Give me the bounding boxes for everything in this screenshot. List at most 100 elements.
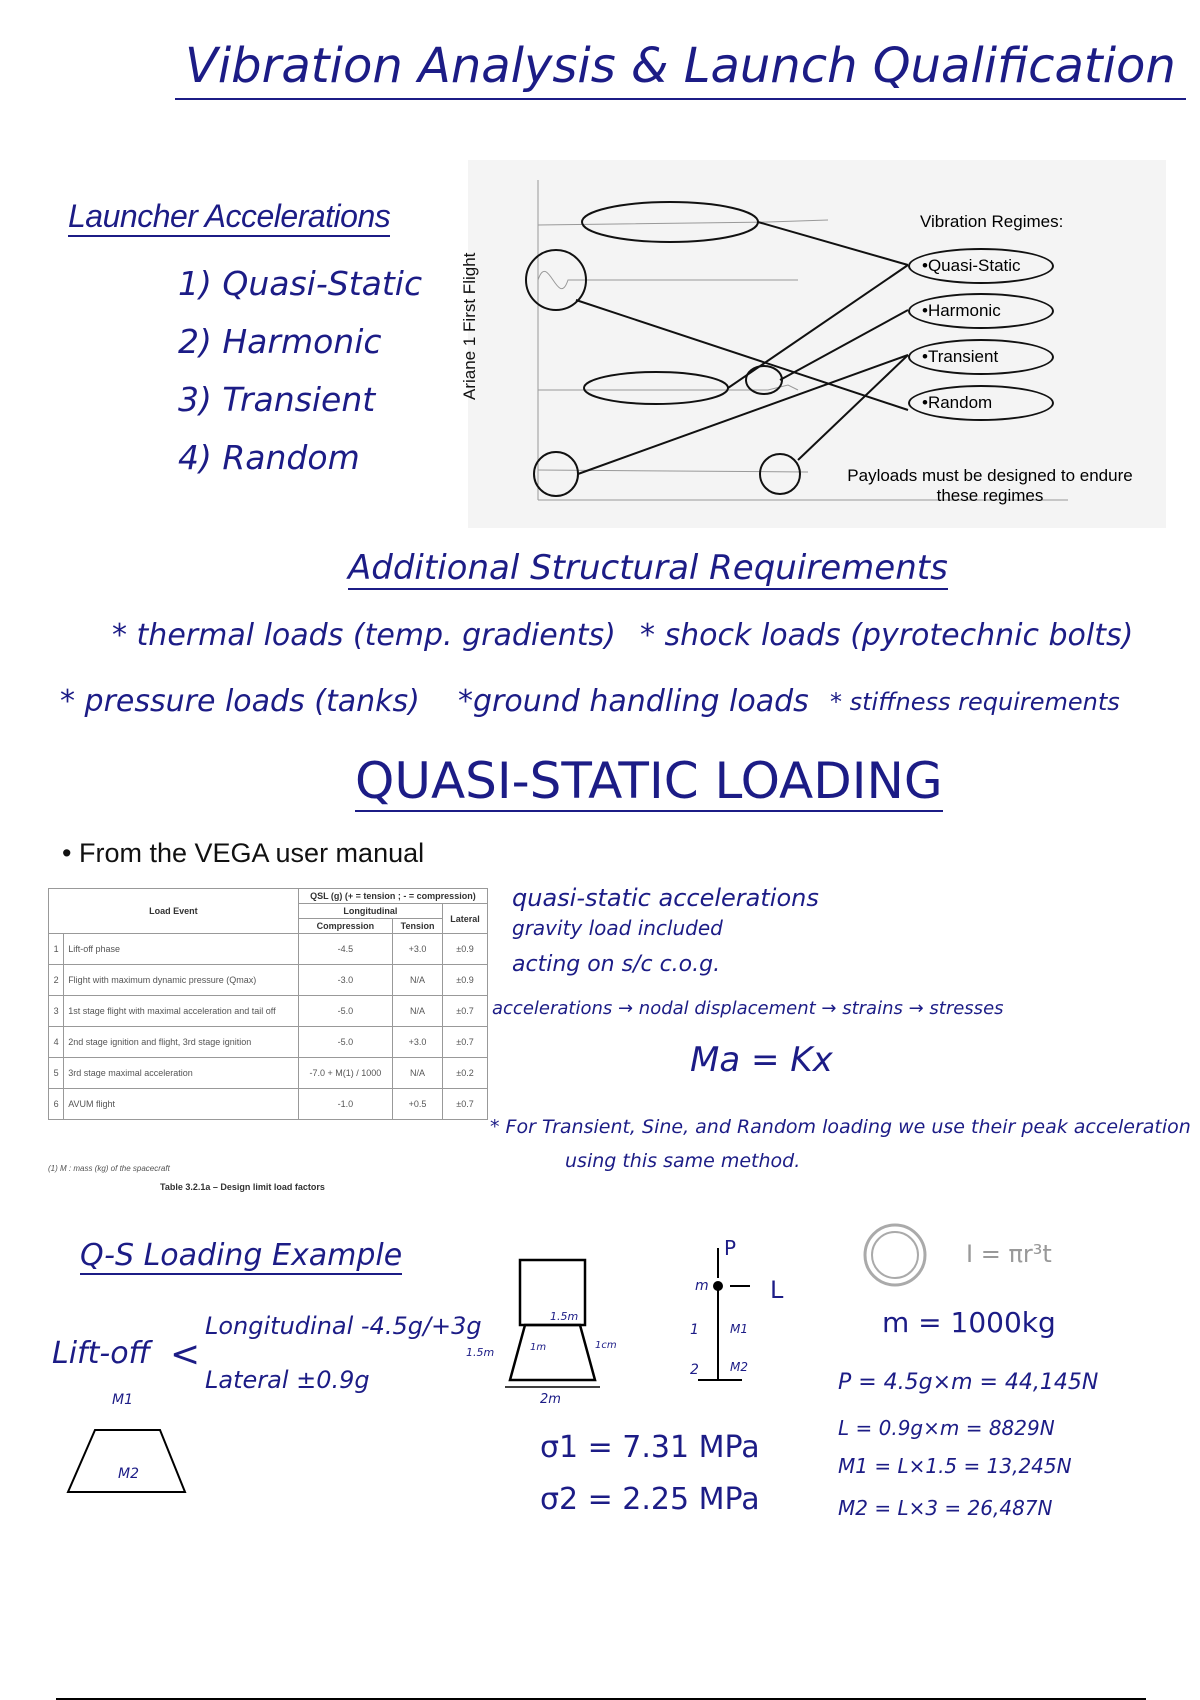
row-number: 3	[47, 995, 65, 1027]
trapezoid-sketch	[66, 1429, 187, 1493]
th-qsl: QSL (g) (+ = tension ; - = compression)	[297, 888, 489, 904]
free-body-diagram	[698, 1248, 750, 1381]
compression-value: -5.0	[297, 1026, 394, 1058]
fbd-m2: M2	[730, 1360, 748, 1374]
page-divider	[56, 1698, 1146, 1700]
fbd-m1: M1	[730, 1322, 748, 1336]
note-quasi-static: quasi-static accelerations	[512, 884, 819, 912]
structure-sketch	[505, 1258, 600, 1388]
calc-m1: M1 = L×1.5 = 13,245N	[838, 1454, 1072, 1478]
compression-value: -5.0	[297, 995, 394, 1027]
req-thermal: * thermal loads (temp. gradients)	[112, 618, 616, 653]
bullet-text: From the VEGA user manual	[78, 838, 425, 868]
fbd-node-1: 1	[690, 1322, 699, 1338]
note-method: using this same method.	[565, 1150, 801, 1172]
req-stiffness: * stiffness requirements	[830, 688, 1120, 716]
additional-heading: Additional Structural Requirements	[348, 548, 948, 590]
bullet-vega: • From the VEGA user manual	[62, 838, 425, 868]
compression-value: -3.0	[297, 964, 394, 996]
tension-value: +0.5	[392, 1088, 444, 1120]
dim-h2: 1.5m	[466, 1346, 495, 1359]
note-peak: * For Transient, Sine, and Random loadin…	[490, 1116, 1191, 1138]
fbd-l: L	[770, 1276, 784, 1304]
note-gravity: gravity load included	[512, 916, 723, 940]
qsl-heading: QUASI-STATIC LOADING	[355, 752, 943, 812]
liftoff-label: Lift-off	[52, 1336, 151, 1371]
lateral-value: ±0.9	[442, 964, 488, 996]
req-shock: * shock loads (pyrotechnic bolts)	[640, 618, 1134, 653]
compression-value: -7.0 + M(1) / 1000	[297, 1057, 394, 1089]
inertia-formula: I = πr³t	[966, 1240, 1052, 1268]
compression-value: -1.0	[297, 1088, 394, 1120]
sigma-2: σ2 = 2.25 MPa	[540, 1482, 760, 1517]
dim-t: 1cm	[595, 1340, 617, 1351]
th-tension: Tension	[392, 918, 444, 934]
launcher-item-3: 3) Transient	[178, 380, 376, 419]
note-chain: accelerations → nodal displacement → str…	[492, 998, 1004, 1019]
row-number: 6	[47, 1088, 65, 1120]
acceleration-traces	[525, 180, 1068, 501]
load-event: 2nd stage ignition and flight, 3rd stage…	[63, 1026, 299, 1058]
lateral-load: Lateral ±0.9g	[205, 1366, 370, 1394]
th-compression: Compression	[297, 918, 394, 934]
regime-random: •Random	[908, 385, 1054, 421]
equation-ma-kx: Ma = Kx	[690, 1040, 833, 1080]
m2-label: M2	[118, 1466, 139, 1482]
dim-w: 2m	[540, 1392, 561, 1407]
dim-h1: 1.5m	[550, 1310, 579, 1323]
table-caption: Table 3.2.1a – Design limit load factors	[160, 1182, 325, 1192]
launcher-item-4: 4) Random	[178, 438, 360, 477]
launcher-item-1: 1) Quasi-Static	[178, 264, 423, 303]
tension-value: +3.0	[392, 933, 444, 965]
load-event: AVUM flight	[63, 1088, 299, 1120]
regime-transient: •Transient	[908, 339, 1054, 375]
compression-value: -4.5	[297, 933, 394, 965]
row-number: 1	[47, 933, 65, 965]
regime-harmonic: •Harmonic	[908, 293, 1054, 329]
row-number: 5	[47, 1057, 65, 1089]
dim-d: 1m	[530, 1342, 547, 1353]
m1-label: M1	[112, 1392, 133, 1408]
launcher-item-2: 2) Harmonic	[178, 322, 382, 361]
req-ground-handling: *ground handling loads	[458, 684, 809, 719]
calc-m2: M2 = L×3 = 26,487N	[838, 1496, 1053, 1520]
tension-value: N/A	[392, 964, 444, 996]
regimes-title: Vibration Regimes:	[920, 212, 1064, 231]
page-title: Vibration Analysis & Launch Qualificatio…	[175, 38, 1186, 100]
tension-value: N/A	[392, 995, 444, 1027]
req-pressure: * pressure loads (tanks)	[60, 684, 420, 719]
load-event: 3rd stage maximal acceleration	[63, 1057, 299, 1089]
brace: <	[170, 1334, 201, 1375]
lateral-value: ±0.7	[442, 995, 488, 1027]
load-event: 1st stage flight with maximal accelerati…	[63, 995, 299, 1027]
longitudinal-load: Longitudinal -4.5g/+3g	[205, 1312, 482, 1340]
load-event: Flight with maximum dynamic pressure (Qm…	[63, 964, 299, 996]
figure-caption: Payloads must be designed to endure thes…	[847, 466, 1133, 505]
th-load-event: Load Event	[48, 888, 299, 934]
fbd-m: m	[695, 1278, 709, 1294]
regime-quasi-static: •Quasi-Static	[908, 248, 1054, 284]
calc-p: P = 4.5g×m = 44,145N	[838, 1370, 1099, 1395]
tension-value: +3.0	[392, 1026, 444, 1058]
launcher-heading: Launcher Accelerations	[68, 198, 391, 237]
table-footnote: (1) M : mass (kg) of the spacecraft	[48, 1164, 170, 1173]
load-event: Lift-off phase	[63, 933, 299, 965]
note-cog: acting on s/c c.o.g.	[512, 952, 721, 977]
tension-value: N/A	[392, 1057, 444, 1089]
lateral-value: ±0.2	[442, 1057, 488, 1089]
lateral-value: ±0.7	[442, 1026, 488, 1058]
qsl-table: Load Event QSL (g) (+ = tension ; - = co…	[47, 888, 489, 1120]
tube-cross-section	[863, 1223, 927, 1287]
th-longitudinal: Longitudinal	[297, 903, 444, 919]
th-lateral: Lateral	[442, 903, 488, 934]
fbd-p: P	[724, 1236, 737, 1260]
lateral-value: ±0.9	[442, 933, 488, 965]
fbd-node-2: 2	[690, 1362, 699, 1378]
sigma-1: σ1 = 7.31 MPa	[540, 1430, 760, 1465]
